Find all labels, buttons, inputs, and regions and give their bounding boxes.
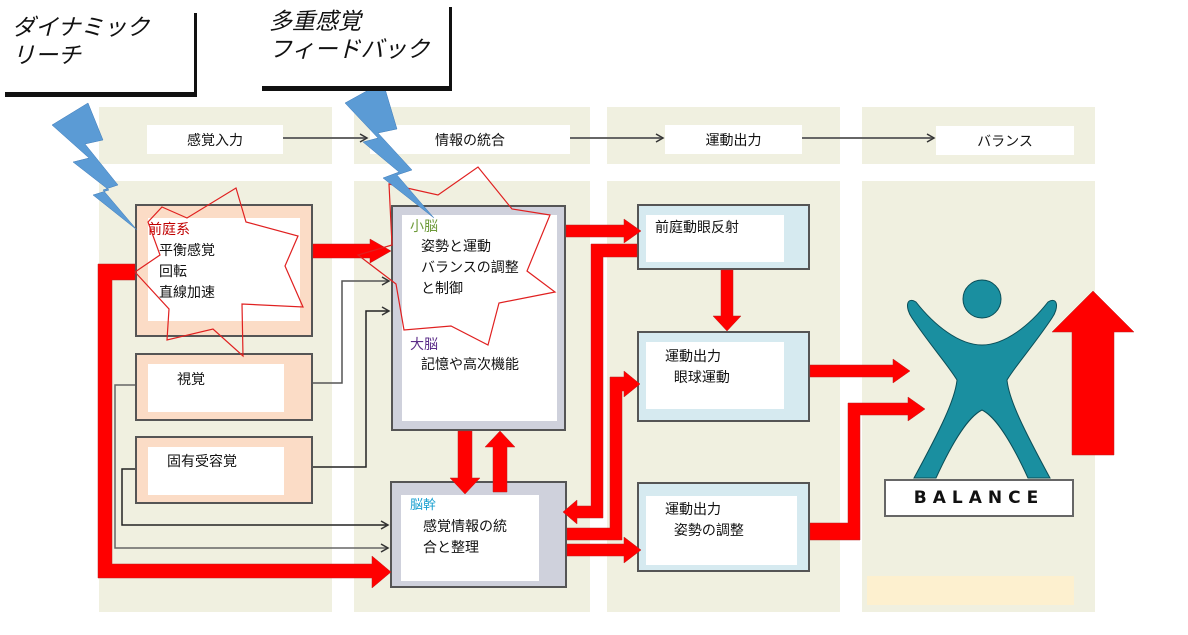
header-balance-label: バランス [977,133,1033,150]
cerebellum-title: 小脳 [410,219,438,235]
multisensory-feedback-text: 多重感覚 フィードバック [269,9,430,63]
vestibular-starburst [134,187,304,358]
vestibular-box: 前庭系 平衡感覚 回転 直線加速 [135,204,313,337]
vor-to-eye-arrow [712,269,742,332]
proprioception-title: 固有受容覚 [167,454,237,470]
eye-movement-lines: 運動出力 眼球運動 [665,349,730,386]
posture-box: 運動出力 姿勢の調整 [637,482,810,572]
brainstem-lines: 感覚情報の統 合と整理 [423,519,507,556]
cerebellum-lines: 姿勢と運動 バランスの調整 と制御 [421,239,519,297]
header-motor-output: 運動出力 [665,125,802,154]
vision-box: 視覚 [135,353,313,421]
cerebrum-lines: 記憶や高次機能 [421,357,519,373]
balance-placeholder-bar [867,576,1074,605]
eye-movement-box: 運動出力 眼球運動 [637,331,810,422]
brainstem-box: 脳幹 感覚情報の統 合と整理 [390,481,567,588]
balance-up-arrow [1051,290,1135,456]
cerebellum-to-vor-arrow [565,218,642,244]
cerebellum-to-brainstem-arrow [449,430,481,495]
vor-title: 前庭動眼反射 [655,220,739,236]
header-integration-label: 情報の統合 [435,132,505,149]
proprioception-box: 固有受容覚 [135,436,313,504]
header-sensory-input: 感覚入力 [147,125,283,154]
dynamic-reach-lightning-icon [51,102,138,231]
posture-to-balance-arrow [809,396,926,541]
eye-to-balance-arrow [809,358,911,384]
header-balance: バランス [936,126,1074,155]
multisensory-feedback-callout: 多重感覚 フィードバック [259,2,449,86]
vestibular-to-cerebellum-arrow [312,238,392,264]
brainstem-to-cerebellum-arrow [484,430,516,493]
cerebellum-starburst [356,166,557,346]
proprio-to-brainstem-line [121,468,390,530]
multisensory-lightning-icon [344,81,435,219]
balance-figure-icon [907,279,1057,479]
cerebellum-cerebrum-box: 小脳 姿勢と運動 バランスの調整 と制御 大脳 記憶や高次機能 [391,205,566,431]
brainstem-title: 脳幹 [410,498,437,513]
brainstem-to-eye-arrow [566,370,641,541]
vestibular-lines: 平衡感覚 回転 直線加速 [159,243,215,301]
cerebrum-title: 大脳 [410,337,438,353]
vor-box: 前庭動眼反射 [637,204,810,270]
vestibular-title: 前庭系 [148,222,190,238]
proprio-to-cerebellum-line [313,306,391,468]
vestibular-to-brainstem-arrow [97,263,392,589]
vor-to-brainstem-arrow [562,243,638,525]
header-sensory-input-label: 感覚入力 [187,132,243,149]
vision-title: 視覚 [177,372,205,388]
dynamic-reach-callout: ダイナミック リーチ [2,8,194,92]
vision-to-cerebellum-line [313,276,391,384]
header-integration: 情報の統合 [370,125,570,154]
header-motor-output-label: 運動出力 [705,132,762,149]
vision-to-brainstem-line [114,384,390,553]
posture-lines: 運動出力 姿勢の調整 [665,502,744,539]
balance-sign: BALANCE [884,479,1074,517]
brainstem-to-posture-arrow [566,536,642,564]
dynamic-reach-text: ダイナミック リーチ [12,15,150,69]
